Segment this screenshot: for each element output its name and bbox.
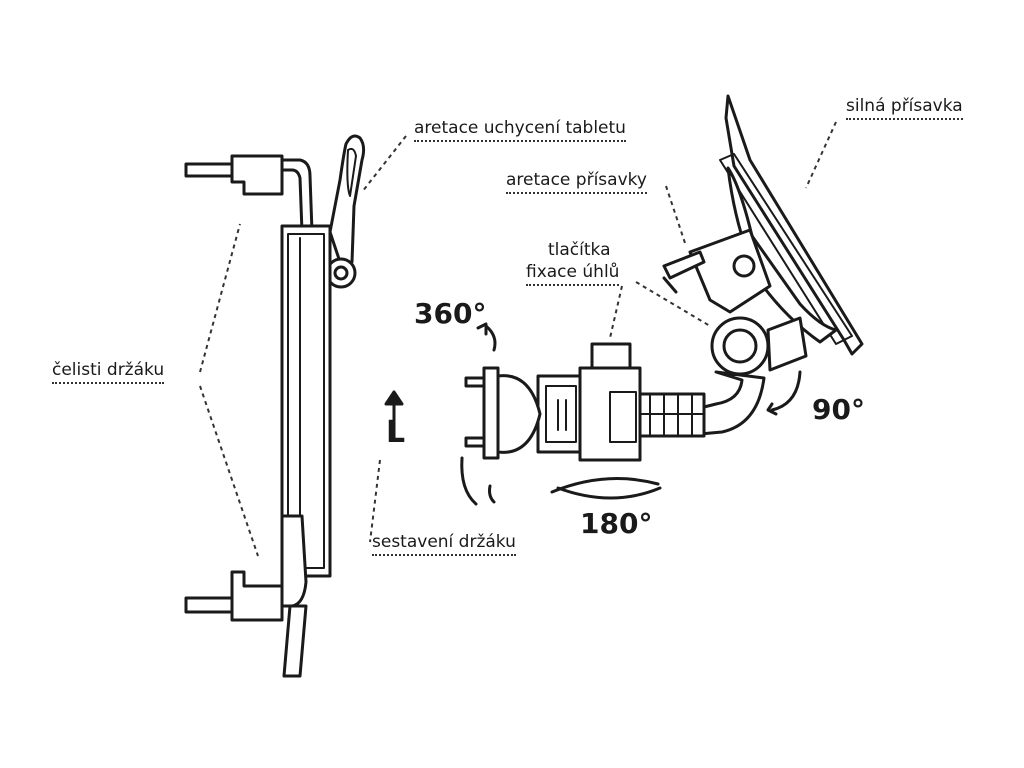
angle-360-label: 360° <box>414 297 487 330</box>
label-jaws: čelisti držáku <box>52 362 165 384</box>
l-marker-arrow <box>384 390 404 440</box>
label-suction-strong: silná přísavka <box>846 98 963 120</box>
tablet-holder-body <box>280 224 332 578</box>
lower-jaw <box>184 514 308 678</box>
mount-arm <box>634 370 766 438</box>
angle-180-label: 180° <box>580 507 653 540</box>
rotation-head <box>536 342 642 462</box>
angle-90-label: 90° <box>812 393 865 426</box>
label-assembly: sestavení držáku <box>372 534 516 556</box>
suction-cup <box>719 94 864 356</box>
ball-joint <box>464 366 542 460</box>
suction-mount <box>464 94 864 462</box>
angle-pivot <box>710 316 808 376</box>
label-buttons-line1: tlačítka <box>548 240 611 260</box>
suction-lock-lever <box>662 228 772 314</box>
leader-lines <box>199 121 837 557</box>
label-tablet-lock: aretace uchycení tabletu <box>414 120 626 142</box>
tablet-holder <box>184 134 366 678</box>
l-marker: L <box>386 415 406 450</box>
tablet-lock-lever <box>325 134 366 289</box>
upper-jaw <box>184 154 314 234</box>
rotation-arrows <box>460 322 802 506</box>
label-buttons-line2: fixace úhlů <box>526 264 620 286</box>
label-suction-lock: aretace přísavky <box>506 172 647 194</box>
